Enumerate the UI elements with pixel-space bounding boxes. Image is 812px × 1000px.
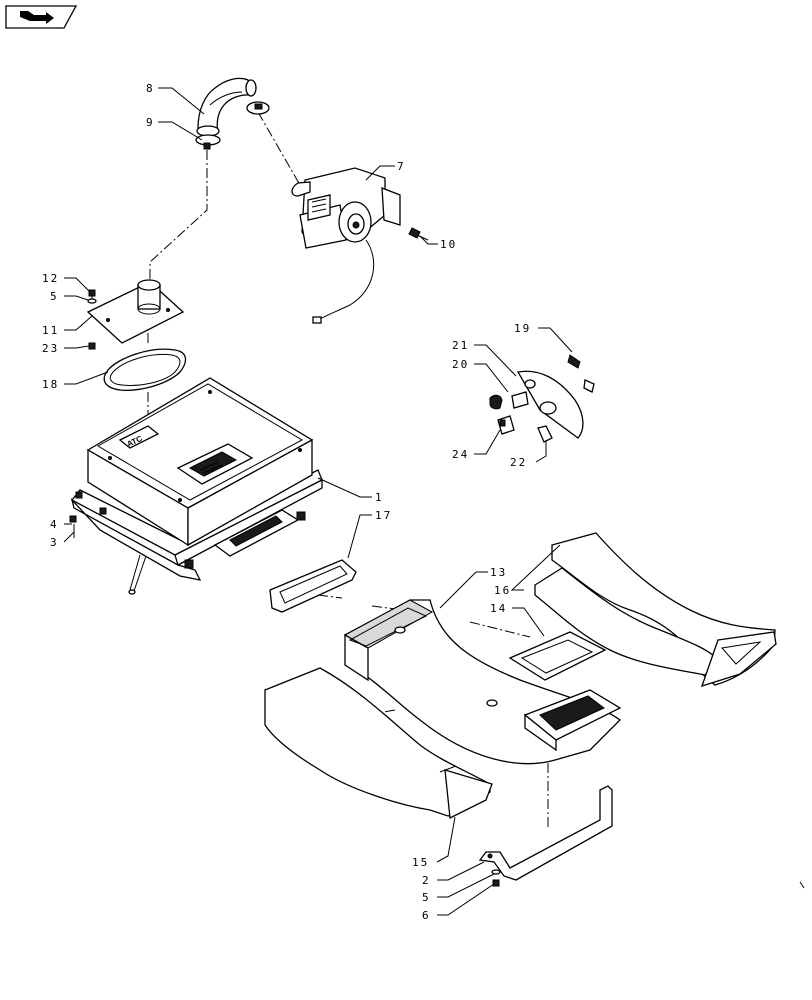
- callout-15: 15: [412, 856, 429, 869]
- part-17-gasket-frame: [269, 559, 357, 613]
- callout-20: 20: [452, 358, 469, 371]
- part-22-knob: [537, 425, 553, 443]
- callout-11: 11: [42, 324, 59, 337]
- corner-mark: [799, 881, 805, 889]
- part-15-left-duct: [264, 667, 493, 820]
- arrow-right-icon: [20, 11, 54, 24]
- part-23-bolt: [88, 342, 96, 350]
- part-24-switch: [497, 415, 515, 435]
- callout-labels: 8 9 7 10 12 5 11 23 18 19 21 20 24 22 1 …: [42, 82, 531, 922]
- part-4-nut: [69, 515, 77, 523]
- callout-6: 6: [422, 909, 431, 922]
- callout-22: 22: [510, 456, 527, 469]
- callout-13: 13: [490, 566, 507, 579]
- callout-5: 5: [50, 290, 59, 303]
- callout-4: 4: [50, 518, 59, 531]
- callout-5-lower: 5: [422, 891, 431, 904]
- callout-8: 8: [146, 82, 155, 95]
- part-2-bracket: [478, 785, 613, 881]
- part-7-blower-motor: [291, 167, 401, 324]
- callout-17: 17: [375, 509, 392, 522]
- part-19-22-control-plate: [516, 370, 584, 439]
- part-21-knob: [511, 391, 529, 409]
- part-5-washer-lower: [491, 869, 501, 875]
- part-18-gasket: [103, 348, 187, 391]
- callout-2: 2: [422, 874, 431, 887]
- callout-3: 3: [50, 536, 59, 549]
- callout-7: 7: [397, 160, 406, 173]
- callout-24: 24: [452, 448, 469, 461]
- part-14-outlet-gasket: [508, 631, 607, 681]
- part-6-bolt: [492, 879, 500, 887]
- part-10-screw: [408, 227, 429, 241]
- callout-12: 12: [42, 272, 59, 285]
- callout-23: 23: [42, 342, 59, 355]
- nav-arrow-button[interactable]: [5, 5, 78, 29]
- part-13-center-duct: [343, 599, 622, 765]
- part-1-atc-unit: ATC: [70, 377, 323, 595]
- callout-9: 9: [146, 116, 155, 129]
- hose-clamp-upper: [246, 101, 270, 115]
- callout-16: 16: [494, 584, 511, 597]
- callout-1: 1: [375, 491, 384, 504]
- callout-10: 10: [440, 238, 457, 251]
- part-5-washer-upper: [87, 298, 97, 304]
- part-20-knob: [489, 394, 503, 410]
- part-9-hose-clamp: [195, 134, 221, 150]
- part-11-mounting-plate: [86, 279, 185, 344]
- leader-lines: [63, 87, 573, 916]
- callout-19: 19: [514, 322, 531, 335]
- part-16-right-duct: [534, 532, 777, 688]
- part-19-connector: [567, 354, 595, 393]
- callout-14: 14: [490, 602, 507, 615]
- callout-21: 21: [452, 339, 469, 352]
- callout-18: 18: [42, 378, 59, 391]
